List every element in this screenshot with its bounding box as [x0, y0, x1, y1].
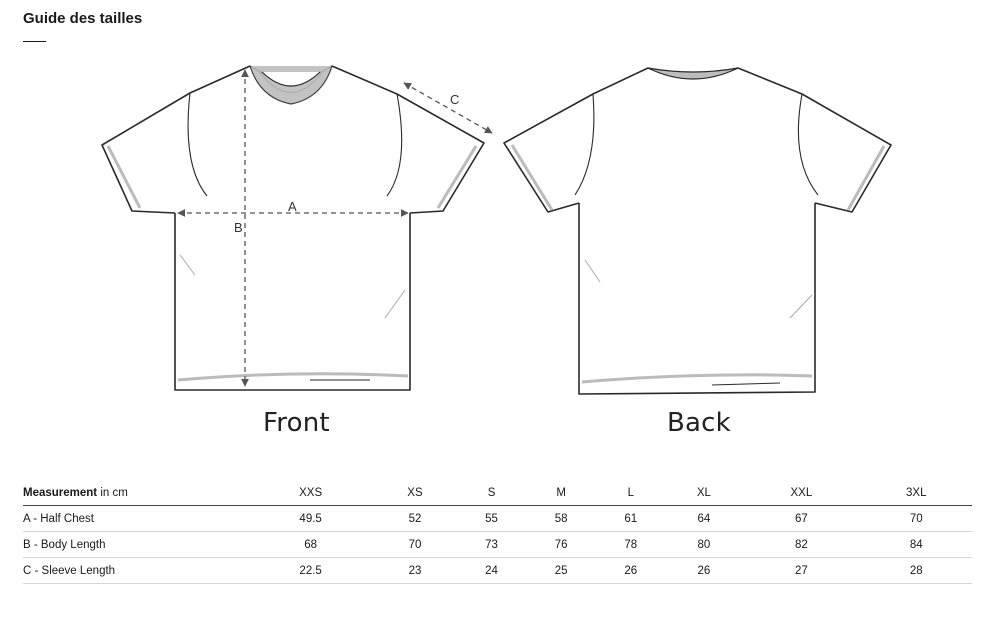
table-cell: 49.5 [248, 505, 374, 532]
table-cell: 28 [860, 557, 972, 584]
table-cell: 23 [373, 557, 457, 584]
table-cell: 82 [742, 531, 861, 558]
table-cell: 68 [248, 531, 374, 558]
table-cell: 64 [665, 505, 743, 532]
front-shirt-drawing [101, 65, 485, 391]
front-view-label: Front [263, 408, 330, 438]
table-cell: 55 [456, 505, 527, 532]
table-row: B - Body Length 68 70 73 76 78 80 82 84 [23, 531, 972, 558]
table-cell: 84 [860, 531, 972, 558]
size-header: XL [665, 481, 743, 506]
back-view-label: Back [667, 408, 731, 438]
size-header: M [526, 481, 596, 506]
size-header: XXL [742, 481, 861, 506]
size-header: 3XL [860, 481, 972, 506]
back-shirt-drawing [503, 67, 892, 395]
table-cell: 73 [456, 531, 527, 558]
measure-a-label: A [288, 199, 297, 214]
table-cell: 25 [526, 557, 596, 584]
measure-b-label: B [234, 220, 243, 235]
table-cell: 61 [595, 505, 666, 532]
table-cell: 58 [526, 505, 596, 532]
table-cell: 26 [665, 557, 743, 584]
size-header: S [456, 481, 527, 506]
measurement-header: Measurement in cm [23, 481, 248, 506]
measure-lines [177, 69, 493, 387]
tshirt-diagram: A B C [101, 65, 892, 395]
table-cell: 52 [373, 505, 457, 532]
table-cell: 70 [860, 505, 972, 532]
size-header: XXS [248, 481, 374, 506]
row-label: B - Body Length [23, 531, 248, 558]
table-row: C - Sleeve Length 22.5 23 24 25 26 26 27… [23, 557, 972, 584]
table-cell: 70 [373, 531, 457, 558]
table-row: A - Half Chest 49.5 52 55 58 61 64 67 70 [23, 505, 972, 532]
size-table: Measurement in cm XXS XS S M L XL XXL 3X… [23, 481, 972, 584]
measure-c-label: C [450, 92, 459, 107]
title-underline [23, 41, 46, 42]
table-cell: 67 [742, 505, 861, 532]
table-cell: 27 [742, 557, 861, 584]
measurement-header-unit: in cm [97, 487, 128, 499]
size-header: L [595, 481, 666, 506]
table-cell: 76 [526, 531, 596, 558]
page-title: Guide des tailles [23, 10, 143, 27]
table-cell: 80 [665, 531, 743, 558]
table-cell: 24 [456, 557, 527, 584]
table-cell: 22.5 [248, 557, 374, 584]
row-label: A - Half Chest [23, 505, 248, 532]
table-cell: 78 [595, 531, 666, 558]
measurement-header-bold: Measurement [23, 487, 98, 499]
table-cell: 26 [595, 557, 666, 584]
table-header-row: Measurement in cm XXS XS S M L XL XXL 3X… [23, 481, 972, 506]
size-header: XS [373, 481, 457, 506]
row-label: C - Sleeve Length [23, 557, 248, 584]
